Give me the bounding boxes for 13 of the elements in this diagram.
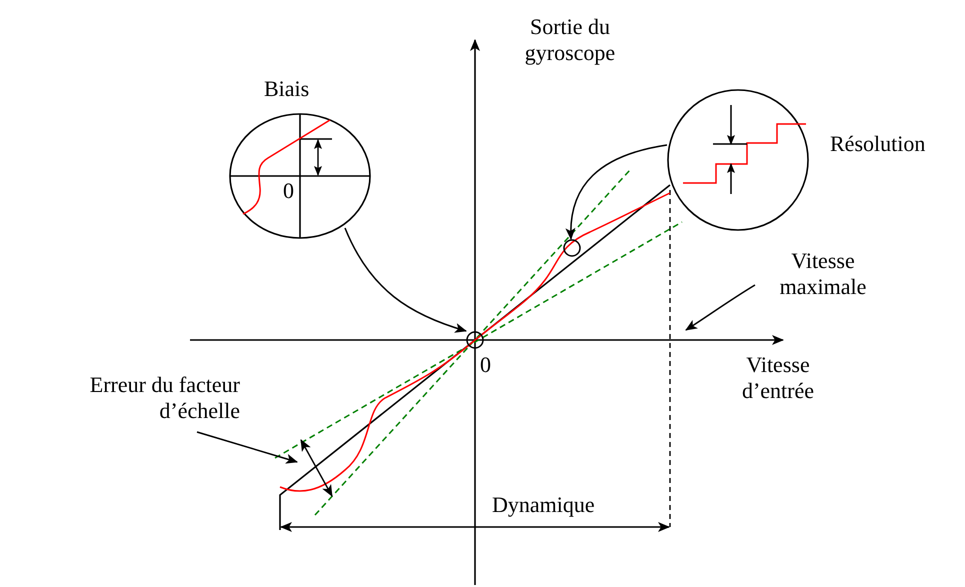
arrow: [566, 144, 668, 240]
axis-title: Vitesse d’entrée: [740, 352, 816, 404]
inset-title: Résolution: [830, 131, 926, 157]
dimension-label: Dynamique: [492, 492, 595, 518]
arrow: [196, 431, 298, 464]
arrow: [685, 284, 756, 331]
annotation-text: Vitesse maximale: [778, 248, 868, 300]
arrow: [344, 228, 467, 333]
annotation-text: Erreur du facteur d’échelle: [88, 372, 240, 424]
axis-origin-label: 0: [283, 178, 294, 204]
inset-title: Biais: [264, 76, 310, 102]
axis-title: Sortie du gyroscope: [524, 14, 616, 66]
axis-origin-label: 0: [480, 352, 491, 378]
